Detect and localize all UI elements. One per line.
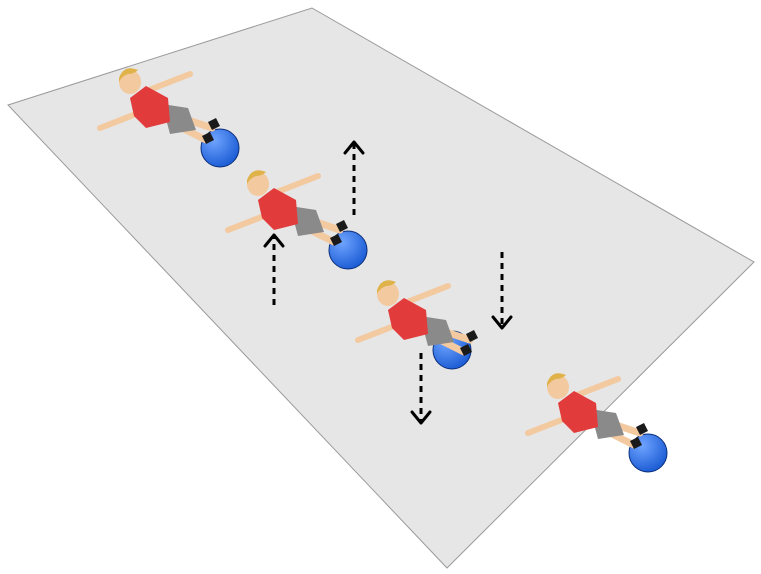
- shorts: [162, 104, 196, 134]
- figure-4-hips-down: [525, 373, 668, 473]
- arms: [355, 283, 451, 343]
- hair: [247, 170, 266, 184]
- shirt: [130, 86, 170, 128]
- head: [247, 172, 269, 196]
- hair: [547, 373, 566, 387]
- dashed-arrow-up-1: [263, 233, 285, 305]
- shorts: [290, 206, 324, 236]
- arms: [97, 71, 193, 131]
- shirt: [388, 298, 428, 340]
- arms: [525, 376, 621, 436]
- figures-layer: [97, 68, 668, 473]
- shirt: [258, 188, 298, 230]
- hair: [377, 280, 396, 294]
- head: [377, 282, 399, 306]
- dashed-arrow-down-3: [491, 252, 513, 330]
- figure-3-hips-lowered-ball-rolled: [355, 280, 478, 370]
- dashed-arrow-down-4: [410, 353, 432, 425]
- arms: [225, 173, 321, 233]
- shorts: [420, 316, 454, 346]
- figure-2-hips-raised: [225, 170, 368, 270]
- dashed-arrow-up-2: [343, 140, 365, 215]
- shirt: [558, 391, 598, 433]
- shoes: [330, 220, 348, 246]
- shoes: [202, 118, 220, 144]
- shoes: [630, 423, 648, 449]
- head: [119, 70, 141, 94]
- arrows-layer: [263, 140, 513, 425]
- figure-1-hips-down: [97, 68, 240, 168]
- head: [547, 375, 569, 399]
- hair: [119, 68, 138, 82]
- shorts: [590, 409, 624, 439]
- shoes: [460, 330, 478, 356]
